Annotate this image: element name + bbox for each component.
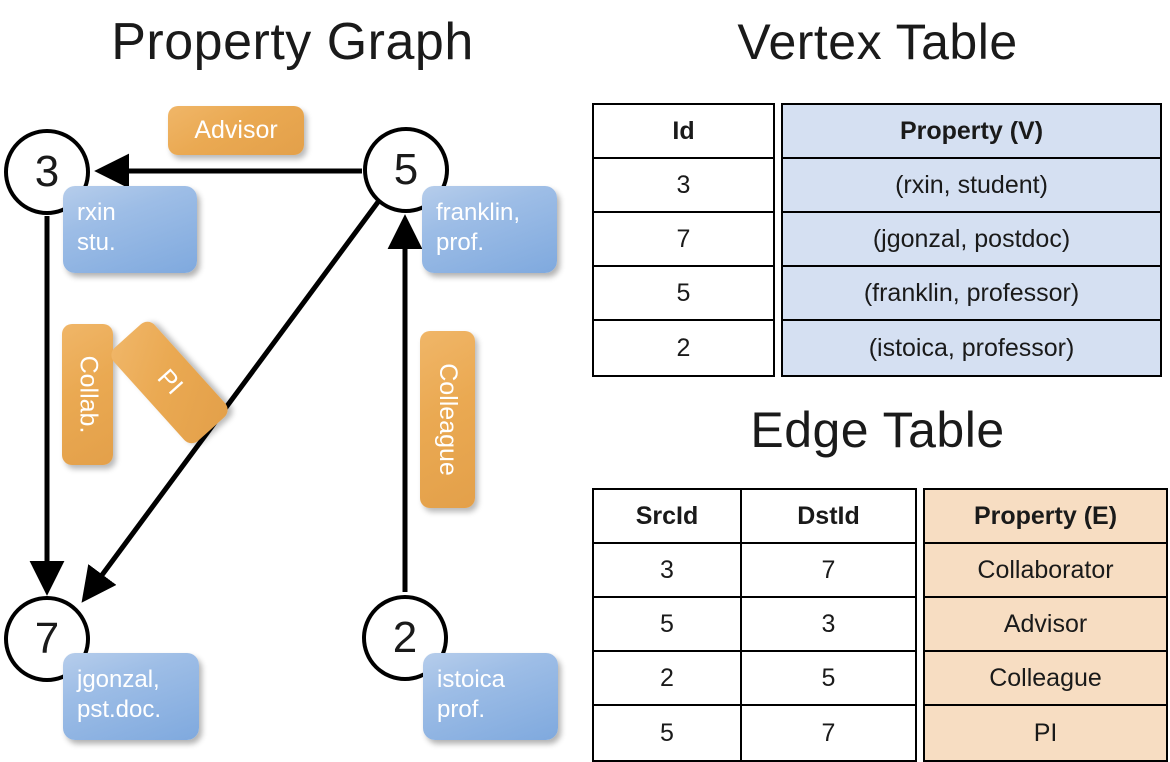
edge-label-advisor: Advisor: [168, 106, 304, 155]
edge-table-property-column: Property (E) Collaborator Advisor Collea…: [923, 488, 1168, 762]
edge-label-colleague: Colleague: [420, 331, 475, 508]
graph-node-7-id: 7: [34, 614, 60, 663]
table-row: 2: [676, 333, 691, 362]
table-row: 5: [594, 267, 773, 321]
graph-node-2[interactable]: 2: [362, 595, 448, 681]
table-row: (rxin, student): [783, 159, 1160, 213]
graph-node-2-id: 2: [392, 613, 418, 662]
edge-table: SrcId 3 5 2 5 DstId 7 3 5 7 Property (E)…: [592, 488, 1168, 762]
node-property-box-2: istoica prof.: [423, 653, 558, 740]
table-row: 2: [594, 652, 740, 706]
table-row: Colleague: [925, 652, 1166, 706]
page-title-vertex-table: Vertex Table: [737, 14, 1018, 70]
table-row: 7: [742, 544, 915, 598]
edge-label-colleague-text: Colleague: [434, 363, 462, 476]
table-row: (franklin, professor): [783, 267, 1160, 321]
edge-table-srcid-column: SrcId 3 5 2 5: [592, 488, 742, 762]
graph-node-3-id: 3: [34, 147, 60, 196]
edge-label-collaborator-text: Collab.: [74, 355, 103, 434]
table-row: 5: [594, 598, 740, 652]
table-row: 3: [594, 544, 740, 598]
edge-5-to-7-pi: [81, 200, 381, 603]
table-row: PI: [925, 706, 1166, 760]
table-row: 5: [660, 718, 674, 747]
vertex-table-id-column: Id 3 7 5 2: [592, 103, 775, 377]
graph-node-5[interactable]: 5: [363, 127, 449, 213]
table-row: (jgonzal, postdoc): [783, 213, 1160, 267]
node-property-box-3: rxin stu.: [63, 186, 197, 273]
edge-label-pi-text: PI: [151, 364, 189, 401]
edge-label-advisor-text: Advisor: [194, 116, 278, 144]
table-row: Advisor: [925, 598, 1166, 652]
page-title-property-graph: Property Graph: [111, 13, 474, 71]
vertex-table-header-id: Id: [594, 105, 773, 159]
property-graph-diagram: 3 5 7 2 rxin stu. franklin, prof. jgonza…: [0, 0, 585, 760]
table-row: Collaborator: [925, 544, 1166, 598]
graph-node-5-id: 5: [393, 145, 419, 194]
vertex-table-property-column: Property (V) (rxin, student) (jgonzal, p…: [781, 103, 1162, 377]
vertex-table: Id 3 7 5 2 Property (V) (rxin, student) …: [592, 103, 1162, 377]
graph-edges-svg: [29, 153, 423, 603]
edge-table-header-dstid: DstId: [742, 490, 915, 544]
node-property-box-5: franklin, prof.: [422, 186, 557, 273]
edge-table-header-srcid: SrcId: [594, 490, 740, 544]
table-row: (istoica, professor): [783, 321, 1160, 375]
vertex-table-header-property: Property (V): [783, 105, 1160, 159]
table-row: 3: [594, 159, 773, 213]
table-row: 7: [821, 718, 836, 747]
table-row: 5: [742, 652, 915, 706]
edge-table-header-property: Property (E): [925, 490, 1166, 544]
edge-table-dstid-column: DstId 7 3 5 7: [742, 488, 917, 762]
table-row: 3: [742, 598, 915, 652]
page-title-edge-table: Edge Table: [750, 402, 1005, 458]
table-row: 7: [594, 213, 773, 267]
node-property-box-7: jgonzal, pst.doc.: [63, 653, 199, 740]
edge-label-collaborator: Collab.: [62, 324, 113, 465]
